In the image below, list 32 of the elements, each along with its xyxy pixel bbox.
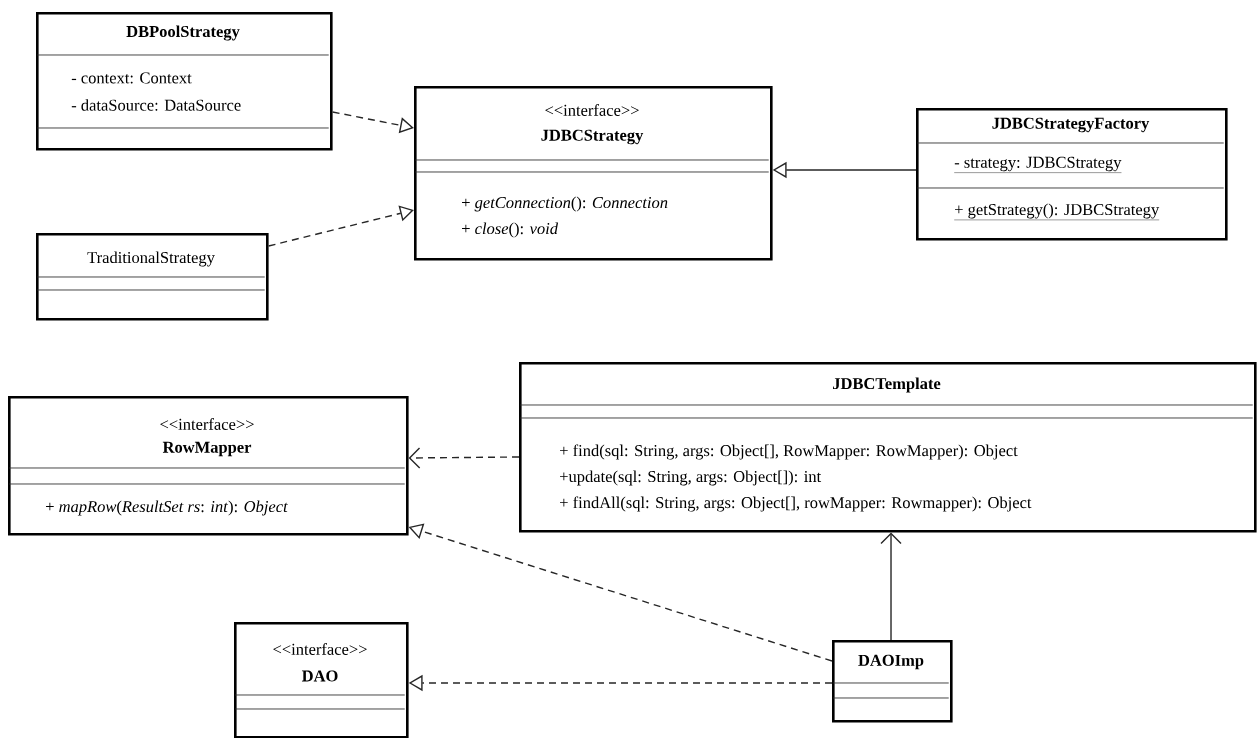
class-name: TraditionalStrategy <box>87 251 215 267</box>
class-name: DAO <box>301 670 338 682</box>
stereotype: <<interface>> <box>160 418 254 430</box>
class-name: DBPoolStrategy <box>126 25 240 41</box>
arrow <box>880 532 902 641</box>
class-box <box>36 233 269 321</box>
arrow <box>408 447 520 469</box>
method: + getConnection(): Connection <box>462 196 668 212</box>
method: + findAll(sql: String, args: Object[], rowMapper: Rowmapper): Object <box>560 496 1032 512</box>
attribute: - strategy: JDBCStrategy <box>954 156 1122 173</box>
stereotype: <<interface>> <box>545 104 639 116</box>
method: + find(sql: String, args: Object[], RowMapper: RowMapper): Object <box>560 444 1018 460</box>
class-name: JDBCStrategy <box>541 129 644 145</box>
stereotype: <<interface>> <box>273 643 367 655</box>
attribute: - context: Context <box>71 72 192 84</box>
class-name: DAOImp <box>858 654 924 670</box>
method: + getStrategy(): JDBCStrategy <box>954 203 1160 221</box>
class-box <box>916 108 1228 241</box>
class-name: JDBCTemplate <box>833 377 941 393</box>
arrow <box>267 205 414 247</box>
method: + close(): void <box>462 222 559 238</box>
class-box <box>519 362 1257 533</box>
class-name: RowMapper <box>162 441 252 457</box>
class-box <box>8 396 409 536</box>
class-box <box>36 12 333 151</box>
class-box <box>234 622 409 738</box>
class-box <box>414 86 773 261</box>
class-box <box>832 640 953 723</box>
method: +update(sql: String, args: Object[]): int <box>560 470 822 486</box>
attribute: - dataSource: DataSource <box>71 99 241 111</box>
method: + mapRow(ResultSet rs: int): Object <box>46 500 288 516</box>
class-name: JDBCStrategyFactory <box>992 117 1150 133</box>
